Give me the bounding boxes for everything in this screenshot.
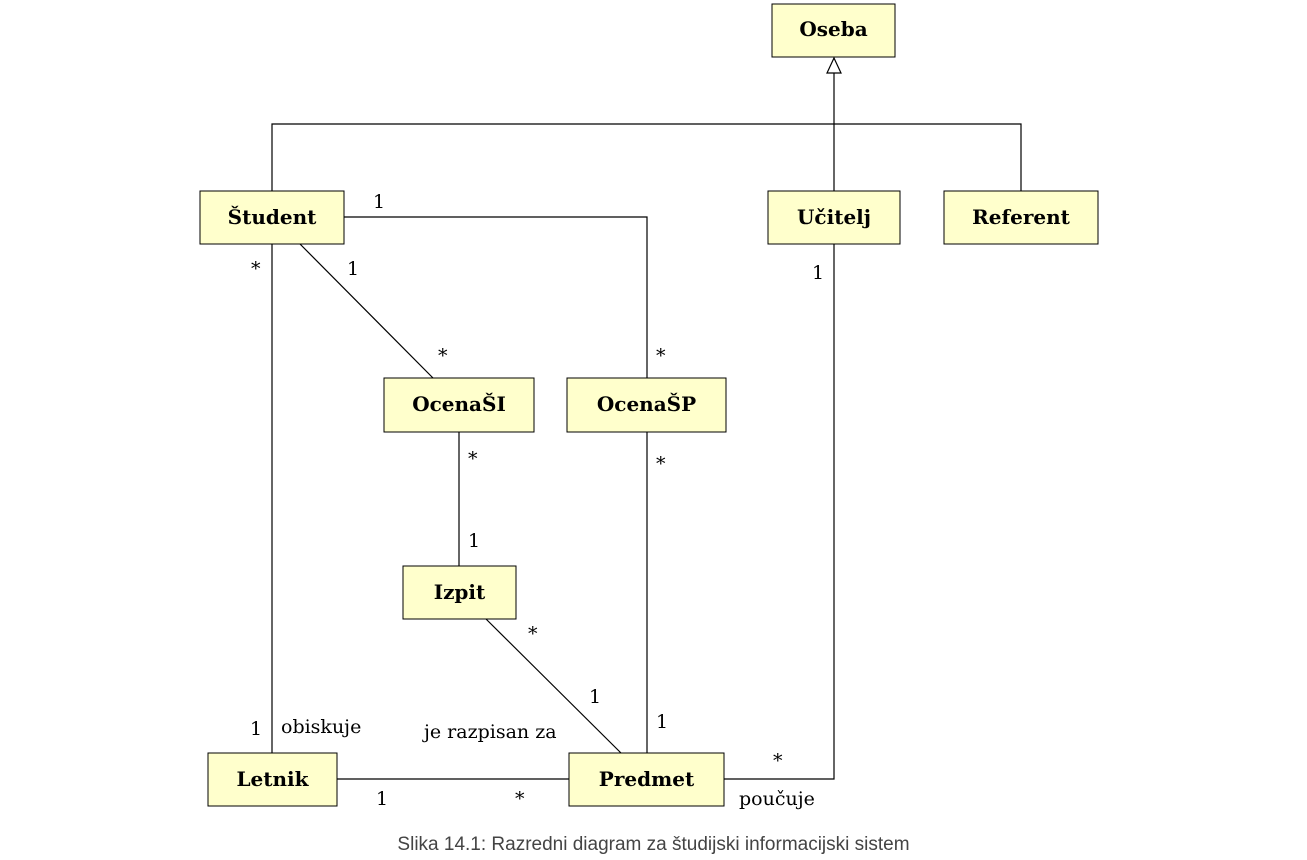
mult-ocenasi-izpit-ocena: *	[468, 448, 478, 470]
assoc-student-ocenasp	[344, 216, 648, 378]
assoc-student-ocenasi	[299, 243, 434, 379]
generalization-referent	[834, 123, 1022, 191]
class-referent: Referent	[943, 190, 1099, 245]
mult-letnik-predmet-letnik: 1	[376, 788, 388, 810]
mult-student-letnik-letnik: 1	[250, 718, 262, 740]
assoc-ucitelj-predmet	[724, 244, 835, 780]
mult-ucitelj-predmet-predmet: *	[773, 750, 783, 772]
class-ucitelj: Učitelj	[767, 190, 901, 245]
class-ocena-si-label: OcenaŠI	[412, 391, 506, 416]
class-letnik-label: Letnik	[236, 767, 309, 791]
role-poucuje: poučuje	[739, 788, 815, 810]
mult-ocenasi-izpit-izpit: 1	[468, 530, 480, 552]
mult-student-ocenasi-student: 1	[347, 258, 359, 280]
mult-student-ocenasi-ocena: *	[438, 345, 448, 367]
class-ocena-sp: OcenaŠP	[566, 377, 727, 433]
mult-student-letnik-student: *	[251, 258, 261, 280]
mult-izpit-predmet-predmet: 1	[589, 686, 601, 708]
class-ocena-si: OcenaŠI	[383, 377, 535, 433]
class-predmet: Predmet	[568, 752, 725, 807]
mult-izpit-predmet-izpit: *	[528, 623, 538, 645]
class-letnik: Letnik	[207, 752, 338, 807]
class-ucitelj-label: Učitelj	[797, 205, 871, 229]
generalization-student	[271, 123, 834, 191]
class-izpit-label: Izpit	[434, 580, 486, 604]
mult-ucitelj-predmet-ucitelj: 1	[812, 262, 824, 284]
class-predmet-label: Predmet	[599, 767, 695, 791]
mult-ocenasp-predmet-predmet: 1	[656, 711, 668, 733]
mult-ocenasp-predmet-ocena: *	[656, 453, 666, 475]
generalization-arrowhead	[826, 56, 842, 74]
assoc-izpit-predmet	[485, 618, 622, 754]
mult-student-ocenasp-ocena: *	[656, 345, 666, 367]
class-student-label: Študent	[228, 204, 317, 229]
class-student: Študent	[199, 190, 345, 245]
role-je-razpisan-za: je razpisan za	[422, 721, 557, 743]
role-obiskuje: obiskuje	[281, 716, 361, 738]
figure-caption: Slika 14.1: Razredni diagram za študijsk…	[397, 834, 910, 855]
class-ocena-sp-label: OcenaŠP	[597, 391, 696, 416]
class-oseba: Oseba	[771, 3, 896, 58]
mult-student-ocenasp-student: 1	[373, 191, 385, 213]
class-izpit: Izpit	[402, 565, 517, 620]
class-oseba-label: Oseba	[799, 17, 867, 41]
class-referent-label: Referent	[972, 205, 1070, 229]
class-diagram: Oseba Študent Učitelj Referent OcenaŠI O…	[199, 3, 1099, 810]
mult-letnik-predmet-predmet: *	[515, 788, 525, 810]
